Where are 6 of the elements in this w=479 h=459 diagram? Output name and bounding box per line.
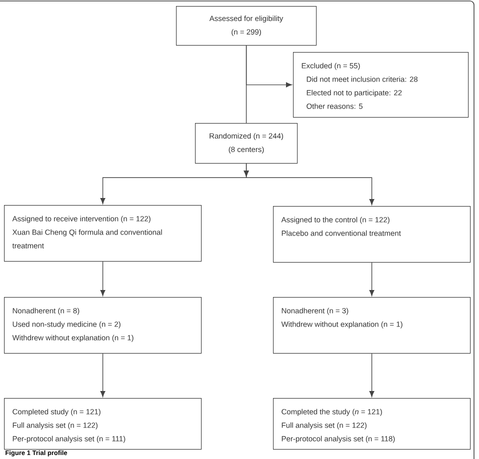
arrow [100,261,106,296]
arrow [369,262,374,296]
arrow [369,353,374,397]
arrow [244,163,374,205]
arrow [246,45,292,88]
arrow [100,353,106,397]
